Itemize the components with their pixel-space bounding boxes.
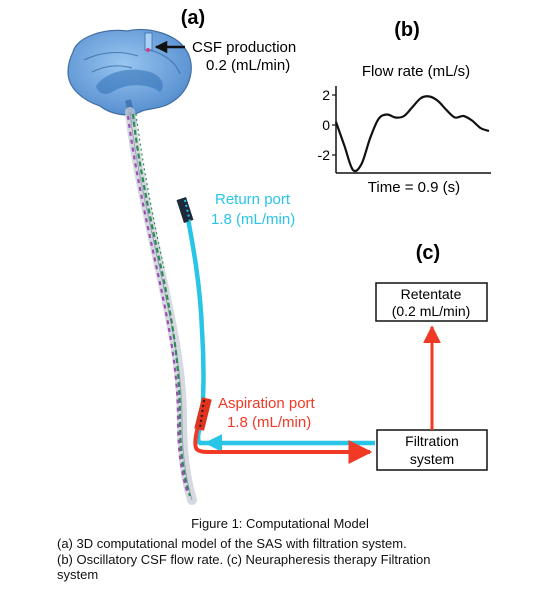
aspiration-port-rate: 1.8 (mL/min) bbox=[227, 414, 311, 431]
panel-label-b: (b) bbox=[394, 19, 420, 41]
caption-line-2: (b) Oscillatory CSF flow rate. (c) Neura… bbox=[57, 551, 431, 567]
figure-caption-body: (a) 3D computational model of the SAS wi… bbox=[57, 536, 527, 583]
caption-line-3: system bbox=[57, 567, 99, 582]
y-tick-label: 0 bbox=[322, 117, 330, 133]
computational-model-figure: (a) (b) (c) CSF production 0.2 (mL/min) … bbox=[67, 7, 491, 505]
y-tick-label: -2 bbox=[318, 147, 331, 163]
retentate-rate: (0.2 mL/min) bbox=[392, 303, 471, 319]
chart-title: Flow rate (mL/s) bbox=[362, 63, 470, 80]
filtration-system-box bbox=[376, 429, 488, 471]
retentate-label: Retentate bbox=[401, 286, 462, 302]
csf-production-label: CSF production bbox=[192, 39, 296, 56]
aspiration-port-label: Aspiration port bbox=[218, 395, 316, 412]
y-tick-label: 2 bbox=[322, 87, 330, 103]
chart-xlabel: Time = 0.9 (s) bbox=[368, 179, 460, 196]
csf-production-rate: 0.2 (mL/min) bbox=[206, 57, 290, 74]
retentate-box bbox=[375, 282, 488, 322]
filtration-label: Filtration bbox=[405, 433, 459, 449]
return-port-rate: 1.8 (mL/min) bbox=[211, 211, 295, 228]
aspiration-port-marker bbox=[194, 397, 212, 431]
panel-label-a: (a) bbox=[181, 7, 205, 29]
filtration-diagram: Retentate (0.2 mL/min) Filtration system bbox=[375, 282, 488, 471]
caption-line-1: (a) 3D computational model of the SAS wi… bbox=[57, 536, 407, 551]
return-port-marker bbox=[176, 197, 194, 223]
return-port-label: Return port bbox=[215, 191, 291, 208]
panel-label-c: (c) bbox=[416, 242, 440, 264]
flow-rate-chart: Flow rate (mL/s) Time = 0.9 (s) 2 0 -2 bbox=[318, 63, 491, 196]
figure-caption-title: Figure 1: Computational Model bbox=[191, 516, 369, 531]
flow-rate-series-line bbox=[334, 95, 490, 173]
filtration-label-2: system bbox=[410, 451, 454, 467]
catheter-lines bbox=[176, 197, 375, 464]
spinal-canal-model bbox=[125, 107, 197, 505]
